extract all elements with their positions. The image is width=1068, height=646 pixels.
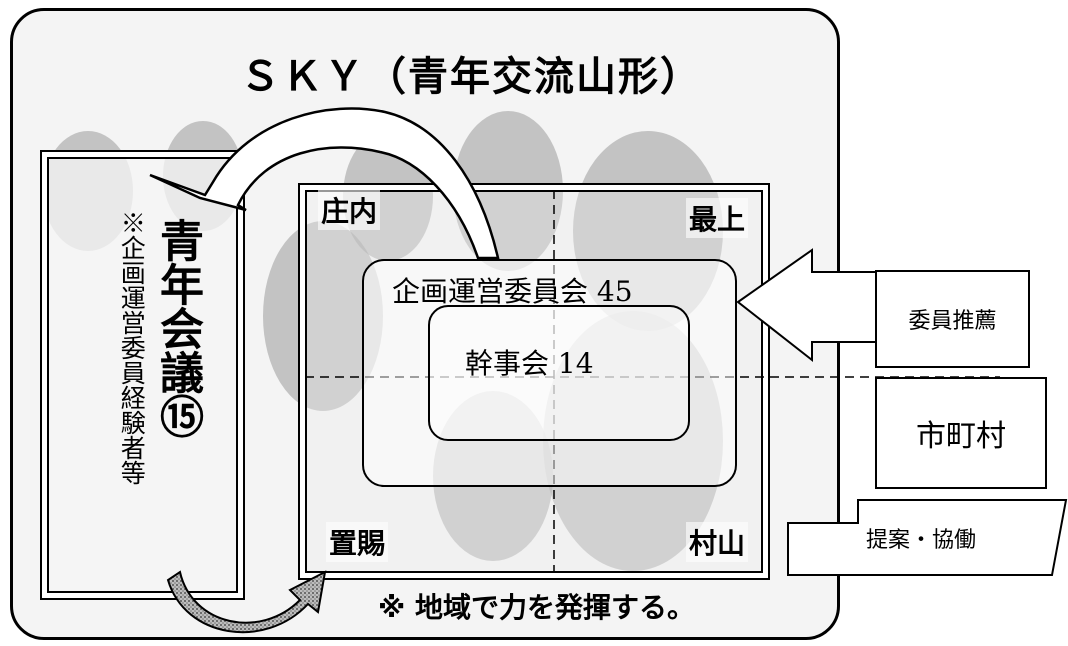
- executive-board-box: [428, 305, 690, 441]
- bottom-note: ※ 地域で力を発揮する。: [378, 591, 695, 624]
- youth-council-note: ※企画運営委員経験者等: [117, 210, 147, 485]
- curved-arrow-bottom: [166, 570, 327, 634]
- region-label-shonai: 庄内: [318, 190, 381, 230]
- collaboration-label: 提案・協働: [866, 528, 977, 553]
- diagram-title: ＳＫＹ（青年交流山形）: [240, 53, 702, 100]
- planning-committee-label: 企画運営委員会 45: [392, 275, 633, 308]
- collaboration-arrow: [787, 499, 1068, 576]
- youth-council-title: 青年会議⑮: [152, 218, 203, 438]
- executive-board-label: 幹事会 14: [465, 347, 594, 380]
- youth-council-box: [40, 150, 245, 600]
- curved-arrow-top: [149, 107, 500, 260]
- planning-committee-box: [362, 259, 737, 487]
- region-label-murayama: 村山: [686, 522, 749, 562]
- region-label-mogami: 最上: [686, 198, 749, 238]
- member-recommendation-box: 委員推薦: [875, 270, 1030, 368]
- region-label-okitama: 置賜: [326, 522, 389, 562]
- municipality-box: 市町村: [875, 377, 1047, 489]
